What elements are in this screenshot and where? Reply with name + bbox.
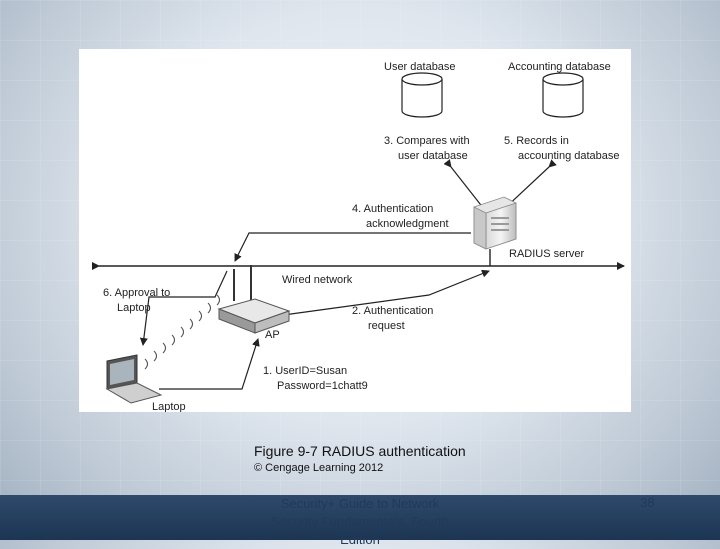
step6-label-line2: Laptop bbox=[117, 302, 151, 314]
radius-server-icon bbox=[473, 196, 517, 250]
figure-caption: Figure 9-7 RADIUS authentication bbox=[254, 443, 466, 459]
footer-title: Security+ Guide to Network Security Fund… bbox=[271, 496, 449, 547]
arrow-user-credentials bbox=[159, 338, 260, 390]
figure-credit: © Cengage Learning 2012 bbox=[254, 462, 384, 474]
accounting-database-label: Accounting database bbox=[508, 61, 611, 73]
user-database-label: User database bbox=[384, 61, 456, 73]
step3-label-line1: 3. Compares with bbox=[384, 135, 470, 147]
wired-network-label: Wired network bbox=[282, 274, 353, 286]
access-point-label: AP bbox=[265, 329, 280, 341]
step5-label-line2: accounting database bbox=[518, 150, 620, 162]
user-database-icon bbox=[401, 72, 443, 118]
step5-label-line1: 5. Records in bbox=[504, 135, 569, 147]
arrow-authentication-request bbox=[268, 269, 490, 318]
radius-diagram-figure: User database Accounting database 3. Com… bbox=[79, 49, 631, 412]
step2-label-line1: 2. Authentication bbox=[352, 305, 433, 317]
access-point-icon bbox=[217, 265, 291, 334]
step4-label-line2: acknowledgment bbox=[366, 218, 449, 230]
step6-label-line1: 6. Approval to bbox=[103, 287, 170, 299]
slide-footer: Security+ Guide to Network Security Fund… bbox=[0, 495, 720, 547]
laptop-label: Laptop bbox=[152, 401, 186, 412]
step1-label-line1: 1. UserID=Susan bbox=[263, 365, 347, 377]
step2-label-line2: request bbox=[368, 320, 405, 332]
wireless-signal-icon bbox=[144, 294, 221, 370]
arrow-approval-to-laptop bbox=[139, 270, 228, 346]
arrow-server-to-user-db bbox=[443, 159, 485, 210]
page-number: 38 bbox=[640, 495, 655, 510]
step3-label-line2: user database bbox=[398, 150, 468, 162]
step4-label-line1: 4. Authentication bbox=[352, 203, 433, 215]
accounting-database-icon bbox=[542, 72, 584, 118]
laptop-icon bbox=[105, 354, 163, 404]
radius-server-label: RADIUS server bbox=[509, 248, 585, 260]
arrow-authentication-acknowledgment bbox=[234, 232, 471, 262]
radius-diagram: User database Accounting database 3. Com… bbox=[92, 61, 625, 412]
step1-label-line2: Password=1chatt9 bbox=[277, 380, 368, 392]
